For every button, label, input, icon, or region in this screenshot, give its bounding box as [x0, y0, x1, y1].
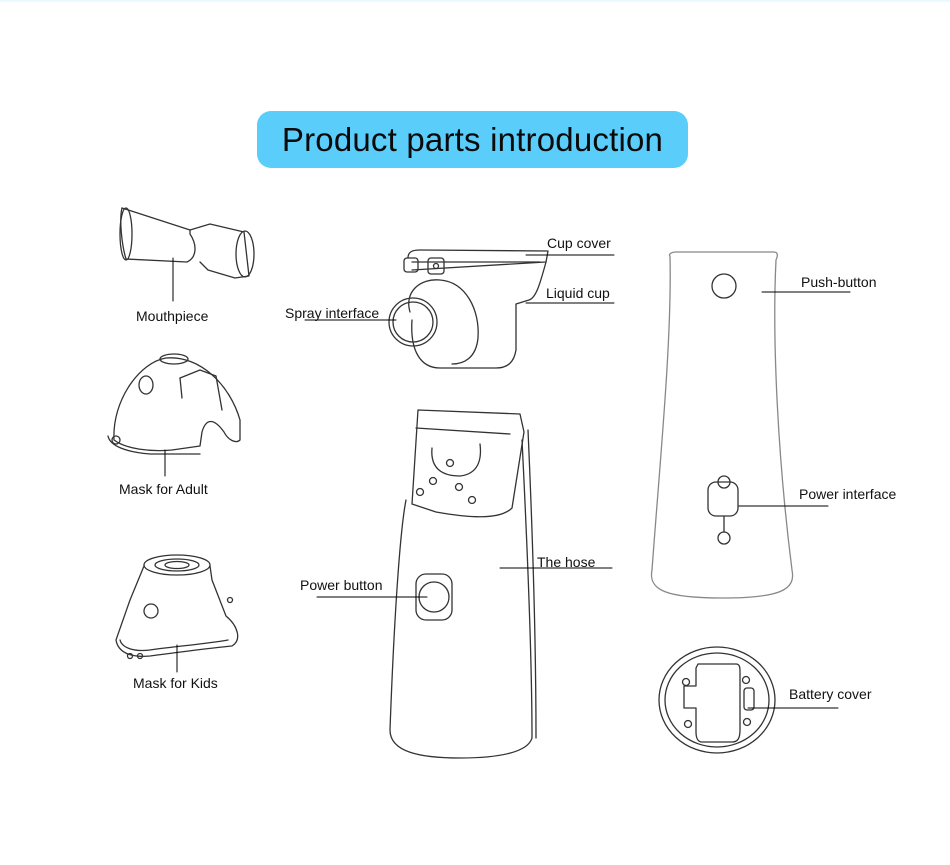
back-view-drawing: [650, 251, 851, 599]
liquid-cup-drawing: [304, 249, 615, 369]
mask-kids-drawing: [115, 554, 239, 673]
label-cup-cover: Cup cover: [547, 235, 611, 251]
battery-cover-drawing: [658, 646, 839, 754]
top-border: [0, 0, 950, 3]
label-mouthpiece: Mouthpiece: [136, 308, 209, 324]
label-liquid-cup: Liquid cup: [546, 285, 610, 301]
label-push-button: Push-button: [801, 274, 877, 290]
label-the-hose: The hose: [537, 554, 596, 570]
label-mask-adult: Mask for Adult: [119, 481, 208, 497]
label-mask-kids: Mask for Kids: [133, 675, 218, 691]
mask-adult-drawing: [107, 353, 241, 477]
main-body-drawing: [316, 409, 613, 759]
page-title: Product parts introduction: [281, 120, 664, 158]
label-power-button: Power button: [300, 577, 383, 593]
label-power-interface: Power interface: [799, 486, 897, 502]
label-spray-interface: Spray interface: [285, 305, 380, 321]
label-battery-cover: Battery cover: [789, 686, 872, 702]
title-banner: Product parts introduction: [257, 111, 688, 168]
mouthpiece-drawing: [119, 207, 255, 302]
